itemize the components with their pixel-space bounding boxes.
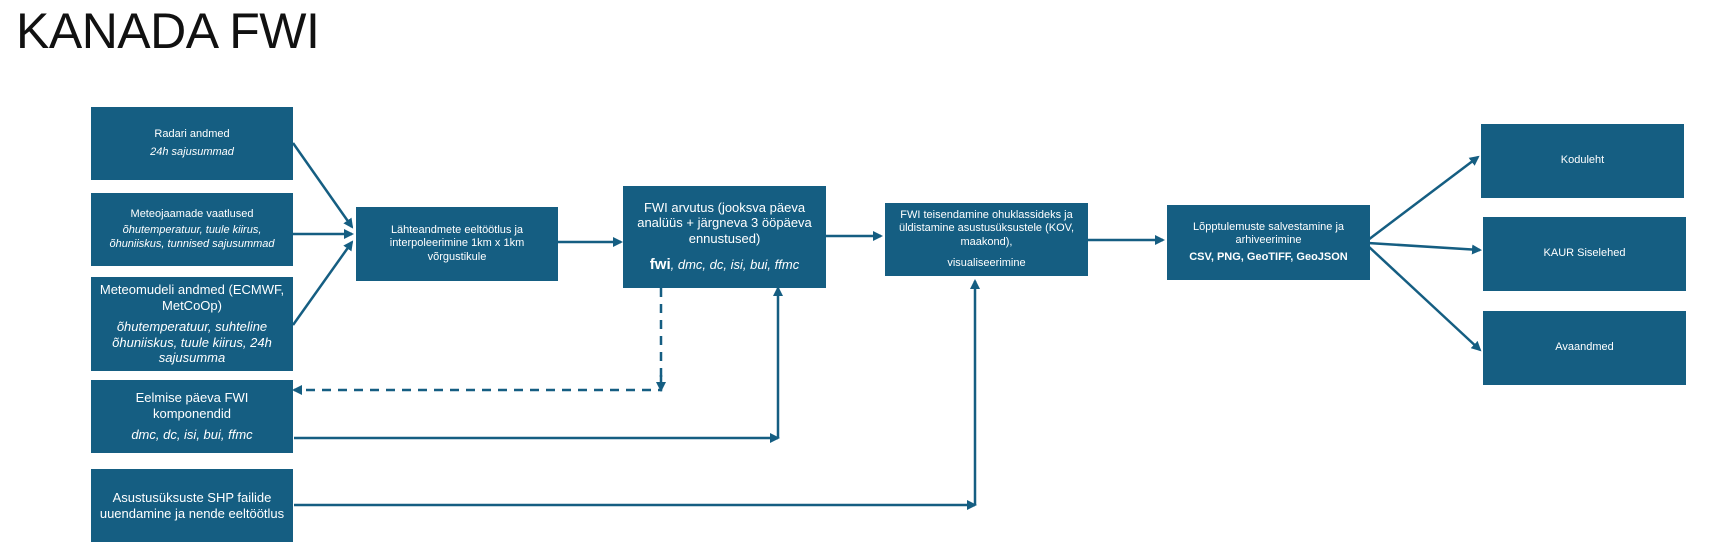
kaur-intranet-title: KAUR Siselehed [1543,247,1626,260]
open-data-title: Avaandmed [1555,341,1614,354]
station-observations-box: Meteojaamade vaatlused õhutemperatuur, t… [91,193,293,266]
page-title: KANADA FWI [16,3,320,59]
save-archive-box: Lõpptulemuste salvestamine ja arhiveerim… [1167,205,1370,280]
arrow-model-to-preprocess [291,240,354,326]
save-archive-formats: CSV, PNG, GeoTIFF, GeoJSON [1189,251,1348,264]
model-data-detail: õhutemperatuur, suhteline õhuniiskus, tu… [112,319,272,366]
shp-update-title: Asustusüksuste SHP failide uuendamine ja… [99,489,285,521]
homepage-title: Koduleht [1560,154,1605,167]
radar-data-box: Radari andmed 24h sajusummad [91,107,293,180]
fwi-calculation-detail: fwi, dmc, dc, isi, bui, ffmc [650,256,799,274]
dashed-arrow-fwi-to-previous [292,288,663,395]
previous-day-fwi-title: Eelmise päeva FWI komponendid [135,390,249,421]
radar-data-detail: 24h sajusummad [150,146,234,158]
previous-day-fwi-box: Eelmise päeva FWI komponendid dmc, dc, i… [91,380,293,453]
arrow-save-to-home [1367,155,1480,241]
save-archive-title: Lõpptulemuste salvestamine ja arhiveerim… [1192,220,1345,246]
arrow-radar-to-preprocess [291,142,354,229]
station-observations-detail: õhutemperatuur, tuule kiirus, õhuniiskus… [109,224,275,250]
model-data-title: Meteomudeli andmed (ECMWF, MetCoOp) [99,282,285,313]
kaur-intranet-box: KAUR Siselehed [1483,217,1686,291]
shp-update-box: Asustusüksuste SHP failide uuendamine ja… [91,469,293,542]
arrow-save-to-intranet [1367,241,1482,255]
fwi-transform-detail: visualiseerimine [947,256,1026,269]
fwi-components-label: , dmc, dc, isi, bui, ffmc [670,257,800,273]
homepage-box: Koduleht [1481,124,1684,198]
model-data-box: Meteomudeli andmed (ECMWF, MetCoOp) õhut… [91,277,293,371]
preprocess-box: Lähteandmete eeltöötlus ja interpoleerim… [356,207,558,281]
open-data-box: Avaandmed [1483,311,1686,385]
fwi-transform-title: FWI teisendamine ohuklassideks ja üldist… [898,209,1075,248]
preprocess-title: Lähteandmete eeltöötlus ja interpoleerim… [389,224,525,263]
station-observations-title: Meteojaamade vaatlused [130,208,254,221]
previous-day-fwi-detail: dmc, dc, isi, bui, ffmc [131,427,253,443]
radar-data-title: Radari andmed [154,127,230,140]
fwi-strong-label: fwi [649,256,671,274]
fwi-calculation-box: FWI arvutus (jooksva päeva analüüs + jär… [623,186,826,288]
fwi-calculation-title: FWI arvutus (jooksva päeva analüüs + jär… [637,199,812,246]
arrow-save-to-opendata [1367,245,1482,352]
fwi-transform-box: FWI teisendamine ohuklassideks ja üldist… [885,203,1088,276]
